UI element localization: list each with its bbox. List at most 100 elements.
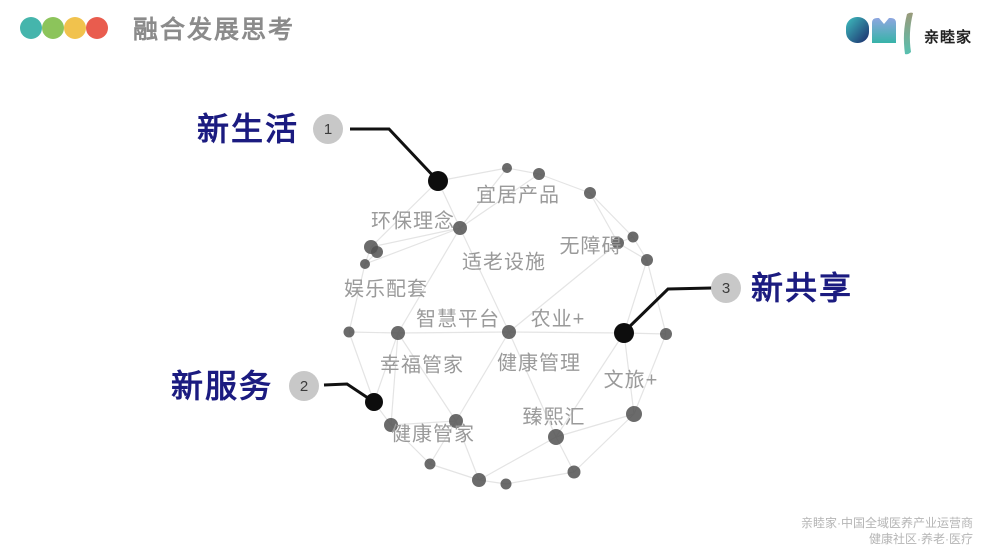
network-edge [397, 227, 461, 334]
logo-a-shape [845, 17, 869, 43]
network-node-label: 宜居产品 [476, 183, 560, 206]
header: 融合发展思考 [20, 10, 295, 46]
network-edge [538, 173, 591, 194]
network-node [641, 254, 653, 266]
network-node-label: 幸福管家 [380, 353, 464, 376]
network-edge [373, 332, 399, 403]
callout-number-badge-2: 2 [289, 371, 320, 401]
network-edge [478, 436, 557, 481]
network-edge [348, 331, 399, 334]
network-edge [455, 331, 510, 422]
network-node [567, 465, 581, 479]
network-node [612, 237, 624, 249]
network-node [627, 231, 639, 243]
network-node-label: 健康管理 [497, 351, 581, 374]
network-node [533, 168, 545, 180]
network-node [500, 478, 512, 490]
network-edge [623, 259, 648, 334]
network-edge [459, 227, 510, 333]
decorative-dot-teal [20, 17, 42, 39]
network-edge [623, 332, 635, 415]
callout-new-service: 新服务 2 [171, 368, 320, 404]
callout-new-life: 新生活 1 [197, 111, 344, 147]
decorative-dot-green [42, 17, 64, 39]
callout-connector-line [323, 382, 375, 404]
anchor-node [365, 393, 383, 411]
logo-text: 亲睦家 [923, 28, 972, 46]
network-node [360, 259, 370, 269]
callout-number-badge-1: 1 [313, 114, 344, 144]
callout-new-life-label: 新生活 [197, 111, 300, 147]
page-title: 融合发展思考 [133, 16, 296, 44]
network-node [384, 418, 398, 432]
logo-slash-shape [903, 12, 913, 55]
footer-line2: 健康社区·养老·医疗 [869, 532, 973, 546]
network-edge [390, 420, 457, 426]
network-edge [348, 263, 366, 333]
network-edge [589, 192, 634, 238]
anchor-node [614, 323, 634, 343]
network-edge [573, 413, 635, 473]
network-node [424, 458, 436, 470]
network-node [502, 325, 516, 339]
network-edge [646, 259, 667, 335]
anchor-node [428, 171, 448, 191]
callout-new-service-label: 新服务 [171, 368, 274, 404]
header-dots [20, 17, 108, 39]
footer-line1: 亲睦家·中国全域医养产业运营商 [801, 516, 973, 530]
network-edge [633, 333, 667, 415]
network-node [453, 221, 467, 235]
network-edge [348, 331, 375, 403]
callout-new-sharing-label: 新共享 [751, 270, 854, 306]
network-edge [397, 331, 510, 334]
network-node-label: 娱乐配套 [344, 277, 428, 300]
network-node [502, 163, 512, 173]
network-edge [370, 227, 461, 248]
network-edge [508, 331, 625, 334]
network-node-label: 文旅+ [604, 368, 659, 391]
network-node [548, 429, 564, 445]
network-node [449, 414, 463, 428]
network-edge [397, 332, 457, 422]
network-node [371, 246, 383, 258]
network-edge [459, 173, 540, 229]
footer: 亲睦家·中国全域医养产业运营商 健康社区·养老·医疗 [801, 515, 973, 547]
network-edge [508, 242, 619, 333]
network-edge [459, 167, 508, 229]
callout-connector-line [622, 286, 713, 334]
callout-number-badge-3: 3 [711, 273, 741, 303]
network-edge [429, 420, 457, 465]
network-edge [508, 331, 557, 438]
network-edge [555, 332, 625, 438]
network-edge [589, 192, 619, 244]
network-node-label: 无障碍 [560, 234, 623, 257]
logo-mark-icon [845, 12, 913, 55]
network-edge [370, 180, 439, 248]
callout-connector-line [350, 127, 440, 183]
logo: 亲睦家 [844, 8, 972, 56]
network-edge [364, 227, 461, 265]
network-node-label: 健康管家 [391, 422, 475, 445]
network-node-label: 臻熙汇 [523, 405, 586, 428]
network-node-label: 农业+ [531, 307, 586, 330]
logo-m-shape [871, 18, 896, 43]
network-node-label: 智慧平台 [416, 307, 500, 330]
network-edge [390, 332, 399, 426]
network-node-label: 适老设施 [462, 250, 546, 273]
network-node-label: 环保理念 [371, 208, 455, 232]
network-node [584, 187, 596, 199]
network-edge [437, 167, 508, 182]
network-node [343, 326, 355, 338]
network-edge [505, 471, 575, 485]
network-node [660, 328, 672, 340]
network-node [472, 473, 486, 487]
decorative-dot-red [86, 17, 108, 39]
decorative-dot-yellow [64, 17, 86, 39]
callout-new-sharing: 3 新共享 [711, 271, 853, 305]
network-edge [555, 413, 635, 438]
network-edge [455, 420, 480, 481]
network-node [626, 406, 642, 422]
network-node [391, 326, 405, 340]
